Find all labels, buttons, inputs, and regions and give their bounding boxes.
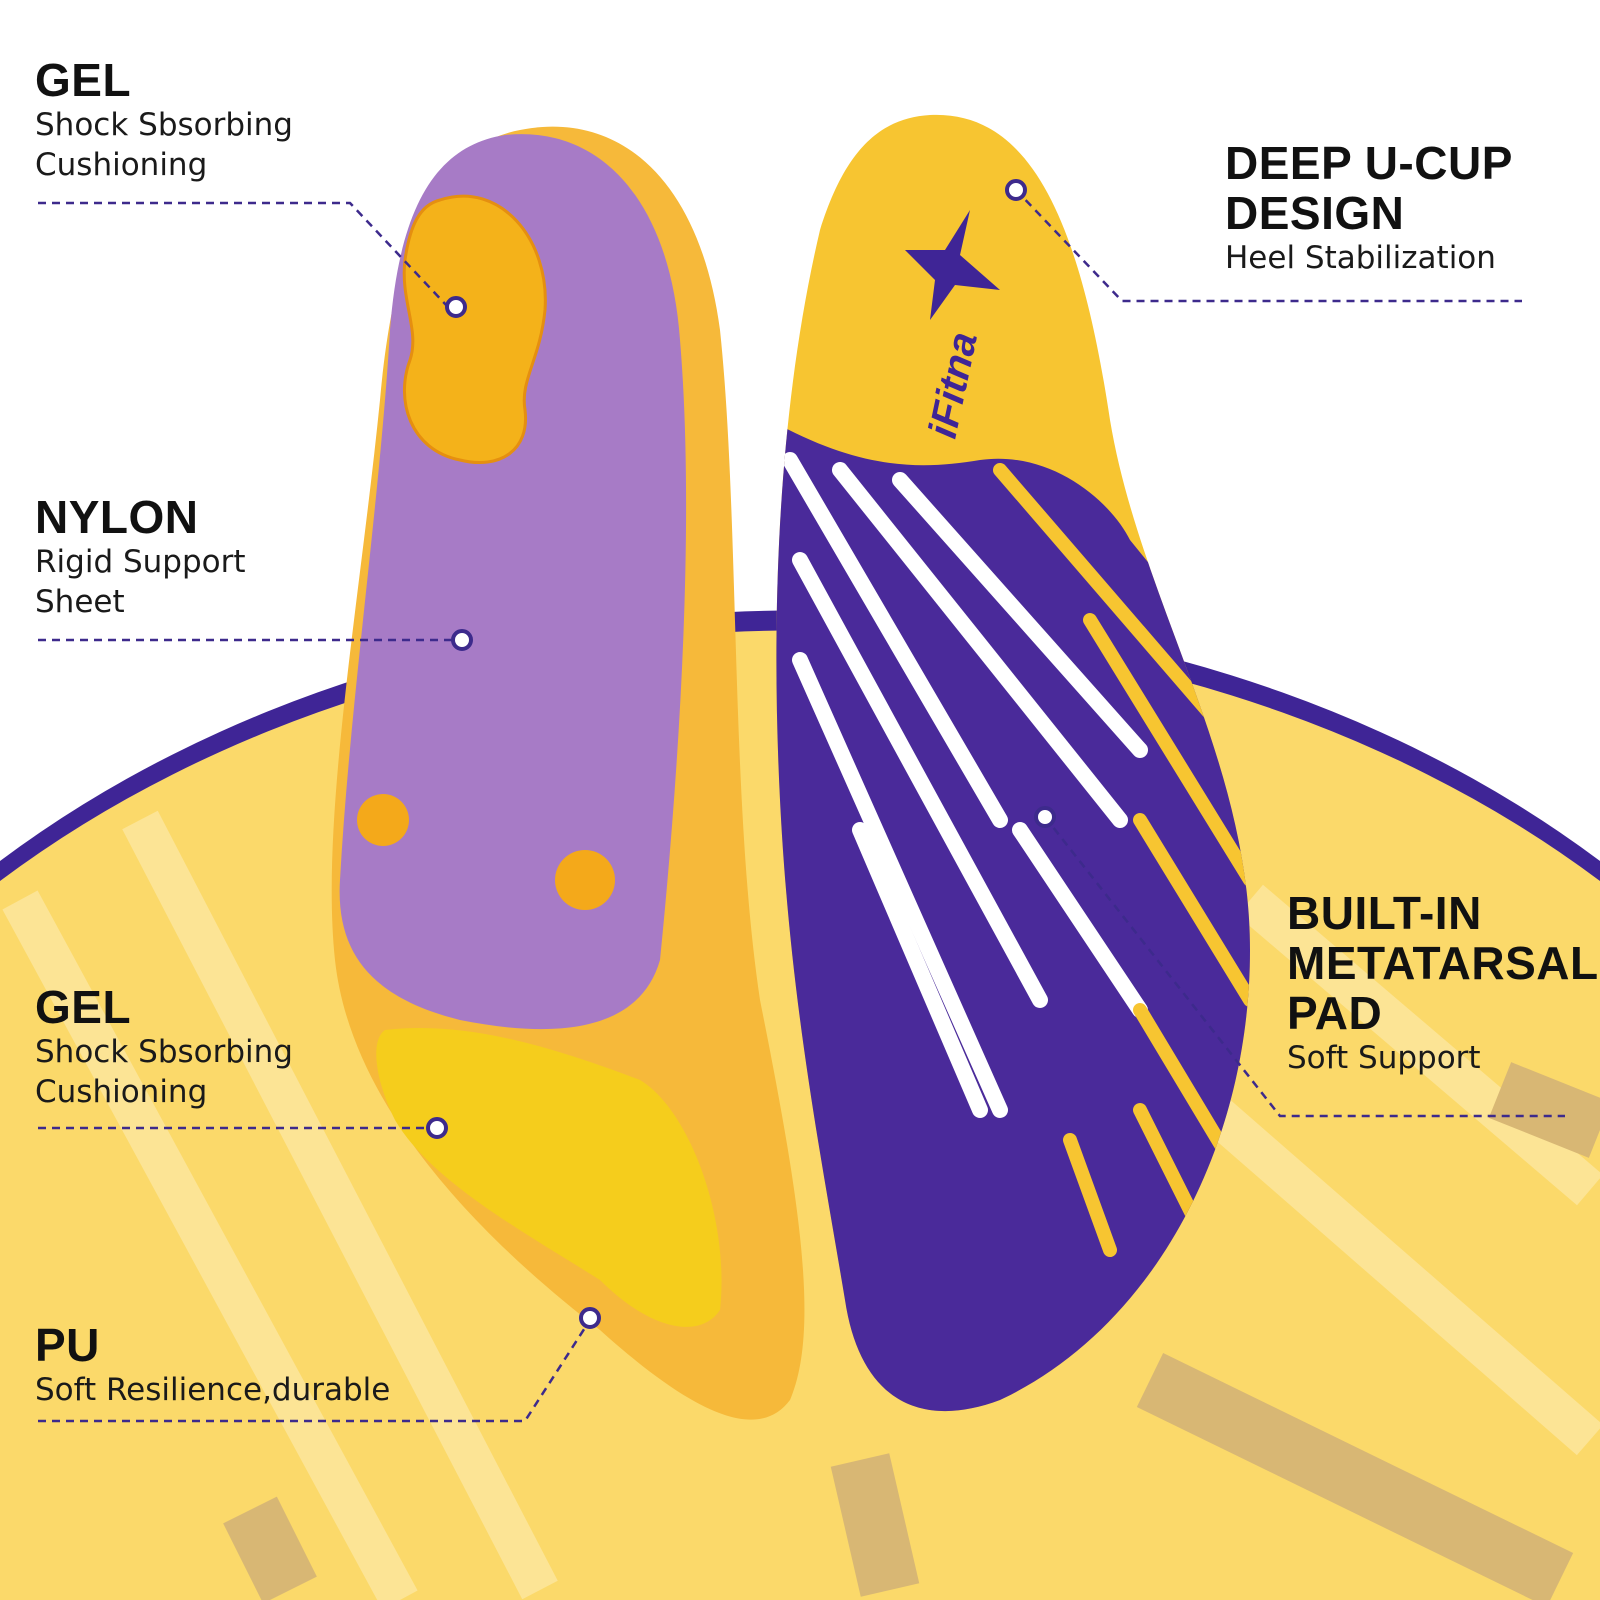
star-logo-icon <box>905 210 1000 320</box>
callout-deep-u-cup: DEEP U-CUP DESIGN Heel Stabilization <box>1225 138 1513 278</box>
callout-title: METATARSAL <box>1287 937 1599 989</box>
callout-subtitle: Soft Support <box>1287 1040 1481 1076</box>
insole-bottom-view <box>331 126 805 1420</box>
floor-stripes <box>2 810 1600 1600</box>
callout-subtitle: Cushioning <box>35 147 208 183</box>
callout-subtitle: Cushioning <box>35 1074 208 1110</box>
callout-title: BUILT-IN <box>1287 887 1482 939</box>
callout-subtitle: Rigid Support <box>35 544 246 580</box>
callout-title: GEL <box>35 54 132 106</box>
callout-gel-heel: GEL Shock Sbsorbing Cushioning <box>35 55 293 185</box>
callout-title: DEEP U-CUP <box>1225 137 1513 189</box>
callout-pu: PU Soft Resilience,durable <box>35 1320 390 1410</box>
callout-gel-forefoot: GEL Shock Sbsorbing Cushioning <box>35 982 293 1112</box>
callout-title: GEL <box>35 981 132 1033</box>
callout-title: PAD <box>1287 987 1383 1039</box>
floor-shadows <box>223 1062 1600 1600</box>
callout-subtitle: Heel Stabilization <box>1225 240 1496 276</box>
leader-lines <box>38 189 1565 1423</box>
marker-dots <box>426 179 1056 1329</box>
callout-metatarsal-pad: BUILT-IN METATARSAL PAD Soft Support <box>1287 888 1599 1078</box>
callout-title: NYLON <box>35 491 199 543</box>
callout-subtitle: Soft Resilience,durable <box>35 1372 391 1408</box>
callout-subtitle: Sheet <box>35 584 125 620</box>
callout-subtitle: Shock Sbsorbing <box>35 107 293 143</box>
callout-nylon: NYLON Rigid Support Sheet <box>35 492 246 622</box>
callout-title: PU <box>35 1319 100 1371</box>
callout-title: DESIGN <box>1225 187 1405 239</box>
callout-subtitle: Shock Sbsorbing <box>35 1034 293 1070</box>
